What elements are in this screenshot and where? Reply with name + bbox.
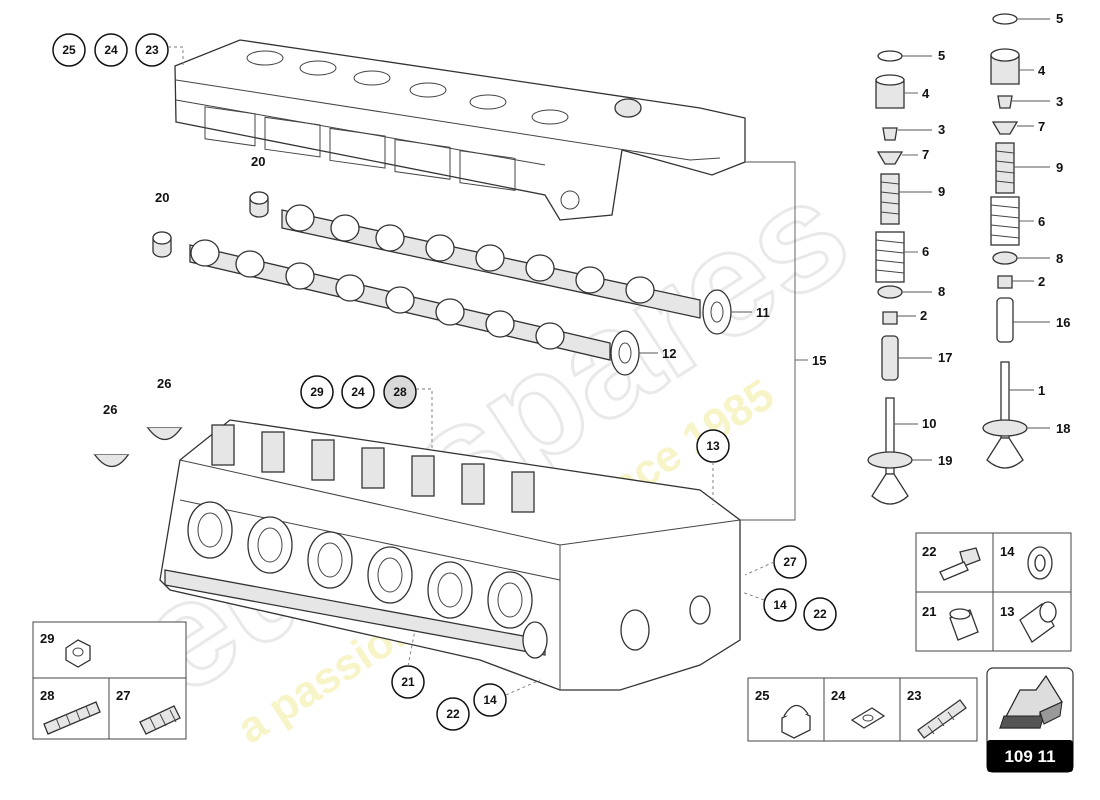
svg-text:16: 16 [1056,315,1070,330]
svg-text:6: 6 [1038,214,1045,229]
page-code-badge: 109 11 [986,667,1074,773]
svg-text:22: 22 [446,707,460,721]
cam-bearing-lower: 20 [152,190,172,258]
valve-train-right: 5 4 3 7 9 6 8 2 16 1 18 [982,11,1070,469]
callout-27: 27 [773,545,807,579]
callout-14b: 14 [473,683,507,717]
svg-text:26: 26 [103,402,117,417]
camshaft-intake: 12 [189,239,676,376]
svg-text:3: 3 [938,122,945,137]
bolt-icon [939,547,981,581]
svg-text:27: 27 [783,555,797,569]
svg-text:14: 14 [483,693,497,707]
svg-text:23: 23 [145,43,159,57]
svg-text:28: 28 [393,385,407,399]
legend-bottom: 25 24 23 [747,677,978,742]
svg-text:25: 25 [755,688,769,703]
cam-cover [174,39,746,221]
svg-text:9: 9 [938,184,945,199]
svg-text:3: 3 [1056,94,1063,109]
svg-text:14: 14 [1000,544,1015,559]
svg-text:8: 8 [1056,251,1063,266]
cylinder-head [159,419,741,691]
svg-text:22: 22 [813,607,827,621]
svg-text:19: 19 [938,453,952,468]
callout-14: 14 [763,588,797,622]
svg-text:2: 2 [1038,274,1045,289]
svg-text:20: 20 [155,190,169,205]
svg-text:24: 24 [351,385,365,399]
svg-text:20: 20 [251,154,265,169]
camshaft-exhaust: 11 [281,204,770,335]
callout-22b: 22 [436,697,470,731]
callout-28: 28 [383,375,417,409]
callout-24b: 24 [341,375,375,409]
svg-text:12: 12 [662,346,676,361]
svg-text:11: 11 [756,305,770,320]
washer-icon [1027,546,1053,580]
svg-text:13: 13 [1000,604,1014,619]
svg-text:13: 13 [706,439,720,453]
svg-text:1: 1 [1038,383,1045,398]
callout-25: 25 [52,33,86,67]
svg-text:27: 27 [116,688,130,703]
svg-text:29: 29 [310,385,324,399]
svg-text:2: 2 [920,308,927,323]
callout-29: 29 [300,375,334,409]
washer-icon-small [850,707,886,729]
svg-text:28: 28 [40,688,54,703]
svg-text:21: 21 [401,675,415,689]
svg-text:10: 10 [922,416,936,431]
svg-text:6: 6 [922,244,929,259]
legend-left: 29 28 27 [32,621,187,740]
cam-bearing-upper: 20 [249,154,269,218]
svg-text:29: 29 [40,631,54,646]
svg-text:7: 7 [1038,119,1045,134]
callout-23: 23 [135,33,169,67]
sleeve-icon [949,608,979,641]
woodruff-key-left: 26 [93,402,130,468]
legend-right: 22 14 21 13 [915,532,1072,652]
svg-text:26: 26 [157,376,171,391]
svg-text:24: 24 [831,688,846,703]
svg-text:8: 8 [938,284,945,299]
head-callouts: 13 27 14 22 21 22 14 [391,429,837,731]
stud-icon [43,701,101,735]
svg-text:24: 24 [104,43,118,57]
stud-icon-bottom [917,699,967,739]
woodruff-key-right: 26 [146,376,183,441]
svg-text:18: 18 [1056,421,1070,436]
svg-text:9: 9 [1056,160,1063,175]
svg-text:22: 22 [922,544,936,559]
svg-text:15: 15 [812,353,826,368]
svg-text:14: 14 [773,598,787,612]
svg-text:25: 25 [62,43,76,57]
svg-text:17: 17 [938,350,952,365]
nut-icon [65,639,91,668]
callout-22: 22 [803,597,837,631]
arrow-icon [999,674,1063,729]
valve-train-left: 5 4 3 7 9 6 8 2 17 10 19 [867,48,952,505]
callout-21: 21 [391,665,425,699]
svg-text:23: 23 [907,688,921,703]
cap-nut-icon [781,704,811,739]
svg-text:5: 5 [1056,11,1063,26]
callout-13: 13 [696,429,730,463]
chain-callout: 15 [740,161,826,521]
svg-text:4: 4 [1038,63,1046,78]
head-stud-callouts: 29 24 28 [300,375,433,470]
dowel-icon [1019,601,1057,643]
svg-text:4: 4 [922,86,930,101]
cover-callouts: 25 24 23 [52,33,184,67]
svg-text:7: 7 [922,147,929,162]
svg-text:5: 5 [938,48,945,63]
svg-text:21: 21 [922,604,936,619]
callout-24: 24 [94,33,128,67]
short-stud-icon [139,705,181,735]
page-code: 109 11 [1004,747,1055,766]
